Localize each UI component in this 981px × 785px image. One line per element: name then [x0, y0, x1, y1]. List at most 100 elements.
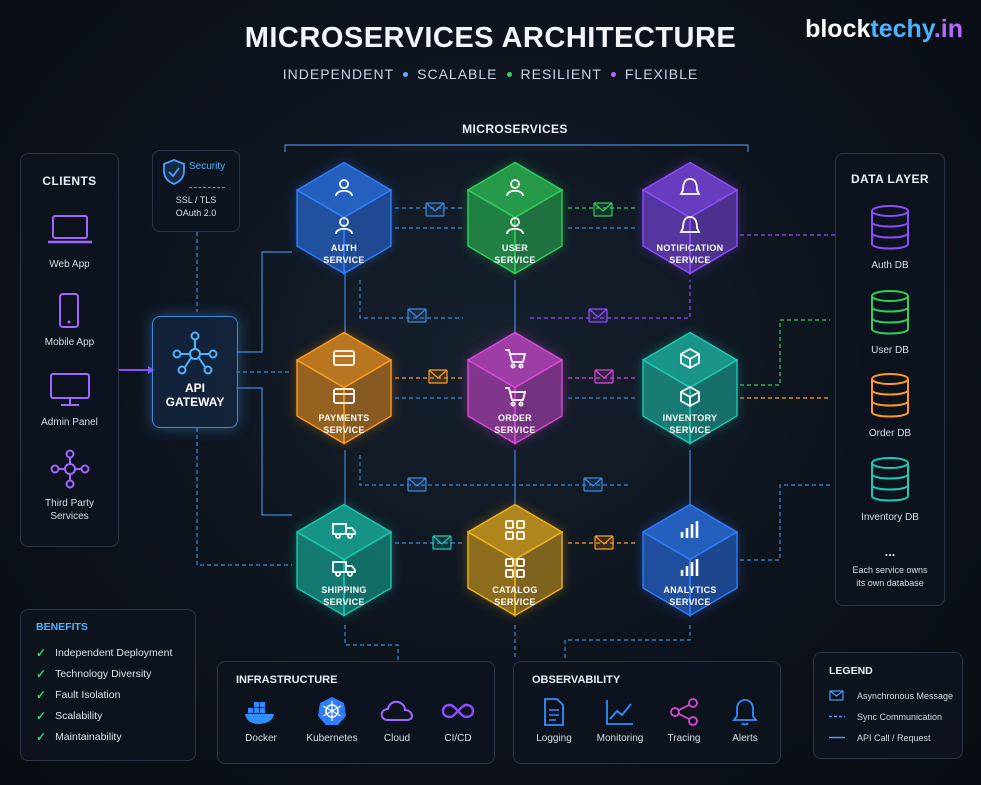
subtitle-word: SCALABLE — [417, 66, 498, 82]
database-label: Order DB — [868, 428, 912, 439]
security-panel: Security SSL / TLS OAuth 2.0 — [152, 150, 240, 232]
brand-part: techy — [870, 15, 934, 43]
service-label-user: USER SERVICE — [494, 243, 536, 265]
client-third-party[interactable]: Third Party Services — [45, 498, 94, 522]
legend-label: Asynchronous Message — [857, 690, 954, 701]
monitor-icon — [50, 373, 90, 406]
service-catalog[interactable] — [466, 503, 564, 617]
chart-icon — [680, 559, 699, 576]
check-icon: ✓ — [36, 730, 47, 744]
microservices-label: MICROSERVICES — [462, 122, 568, 136]
client-admin-panel[interactable]: Admin Panel — [41, 417, 98, 428]
security-oauth: OAuth 2.0 — [175, 208, 217, 218]
service-user[interactable] — [466, 161, 564, 275]
mobile-icon — [59, 293, 79, 328]
infinity-icon — [441, 703, 475, 719]
brand-part: block — [805, 15, 871, 43]
infra-docker[interactable]: Docker — [245, 733, 277, 744]
service-auth[interactable] — [295, 161, 393, 275]
service-order[interactable] — [466, 331, 564, 445]
data-layer-title: DATA LAYER — [850, 172, 929, 186]
benefit-item: ✓Independent Deployment — [36, 646, 172, 660]
database-label: Inventory DB — [861, 512, 919, 523]
cube-right-face — [343, 358, 392, 445]
bell-icon — [679, 216, 701, 233]
truck-icon — [332, 561, 356, 577]
database-icon — [871, 457, 909, 502]
infra-kubernetes[interactable]: Kubernetes — [306, 733, 358, 744]
client-mobile-app[interactable]: Mobile App — [44, 337, 95, 348]
brand-logo[interactable]: blocktechy.in — [805, 15, 963, 44]
db-ellipsis: ... — [884, 544, 896, 559]
card-icon — [333, 388, 355, 404]
document-icon — [544, 698, 564, 726]
service-shipping[interactable] — [295, 503, 393, 617]
database-icon — [871, 290, 909, 335]
user-lock-icon — [335, 179, 353, 197]
dashed-line-icon — [829, 715, 845, 718]
legend-label: API Call / Request — [857, 732, 931, 743]
obs-tracing[interactable]: Tracing — [667, 733, 701, 744]
benefit-label: Scalability — [55, 710, 103, 722]
cube-right-face — [689, 358, 738, 445]
legend-item: Asynchronous Message — [829, 690, 953, 701]
solid-line-icon — [829, 736, 845, 739]
obs-alerts[interactable]: Alerts — [732, 733, 758, 744]
gateway-label-line1: API — [184, 381, 205, 395]
legend-item: API Call / Request — [829, 732, 931, 743]
service-label-order: ORDER SERVICE — [494, 413, 536, 435]
service-payments[interactable] — [295, 331, 393, 445]
check-icon: ✓ — [36, 646, 47, 660]
security-divider — [189, 187, 225, 188]
observability-title: OBSERVABILITY — [532, 674, 621, 686]
gateway-hub-icon — [172, 331, 218, 375]
subtitle-word: INDEPENDENT — [282, 66, 395, 82]
database-3[interactable]: Inventory DB — [836, 456, 944, 523]
laptop-icon — [48, 215, 92, 244]
grid-icon — [505, 558, 525, 578]
obs-monitoring[interactable]: Monitoring — [596, 733, 644, 744]
service-inventory[interactable] — [641, 331, 739, 445]
database-1[interactable]: User DB — [836, 289, 944, 356]
infra-cicd[interactable]: CI/CD — [444, 733, 472, 744]
box-icon — [680, 347, 700, 370]
monitoring-chart-icon — [606, 700, 633, 725]
gateway-label-line2: GATEWAY — [165, 395, 225, 409]
service-label-notification: NOTIFICATION SERVICE — [656, 243, 724, 265]
database-2[interactable]: Order DB — [836, 372, 944, 439]
clients-panel: CLIENTS Web App Mobile App Admin Panel T… — [20, 153, 119, 547]
subtitle-word: FLEXIBLE — [624, 66, 699, 82]
legend-title: LEGEND — [829, 665, 873, 677]
cart-icon — [505, 349, 527, 369]
client-web-app[interactable]: Web App — [49, 259, 90, 270]
benefits-title: BENEFITS — [36, 621, 88, 633]
subtitle-word: RESILIENT — [520, 66, 602, 82]
database-0[interactable]: Auth DB — [836, 204, 944, 271]
user-icon — [506, 217, 524, 235]
chart-icon — [680, 521, 699, 538]
security-title: Security — [189, 161, 226, 172]
cube-right-face — [514, 530, 563, 617]
subtitle-dot — [506, 71, 512, 77]
obs-logging[interactable]: Logging — [536, 733, 572, 744]
cube-right-face — [689, 530, 738, 617]
check-icon: ✓ — [36, 688, 47, 702]
service-notification[interactable] — [641, 161, 739, 275]
envelope-icon — [829, 690, 844, 701]
legend-label: Sync Communication — [857, 711, 943, 722]
benefit-item: ✓ Maintainability — [36, 730, 122, 744]
benefit-label: Maintainability — [55, 731, 122, 743]
infrastructure-title: INFRASTRUCTURE — [236, 674, 338, 686]
infra-cloud[interactable]: Cloud — [383, 733, 411, 744]
benefit-item: ✓Fault Isolation — [36, 688, 120, 702]
legend-item: Sync Communication — [829, 711, 942, 722]
legend-panel: LEGEND Asynchronous Message Sync Communi… — [813, 652, 963, 759]
database-label: User DB — [871, 345, 909, 356]
cube-right-face — [343, 530, 392, 617]
kubernetes-icon — [318, 697, 346, 725]
network-icon — [50, 449, 90, 489]
service-analytics[interactable] — [641, 503, 739, 617]
clients-title: CLIENTS — [42, 174, 97, 188]
